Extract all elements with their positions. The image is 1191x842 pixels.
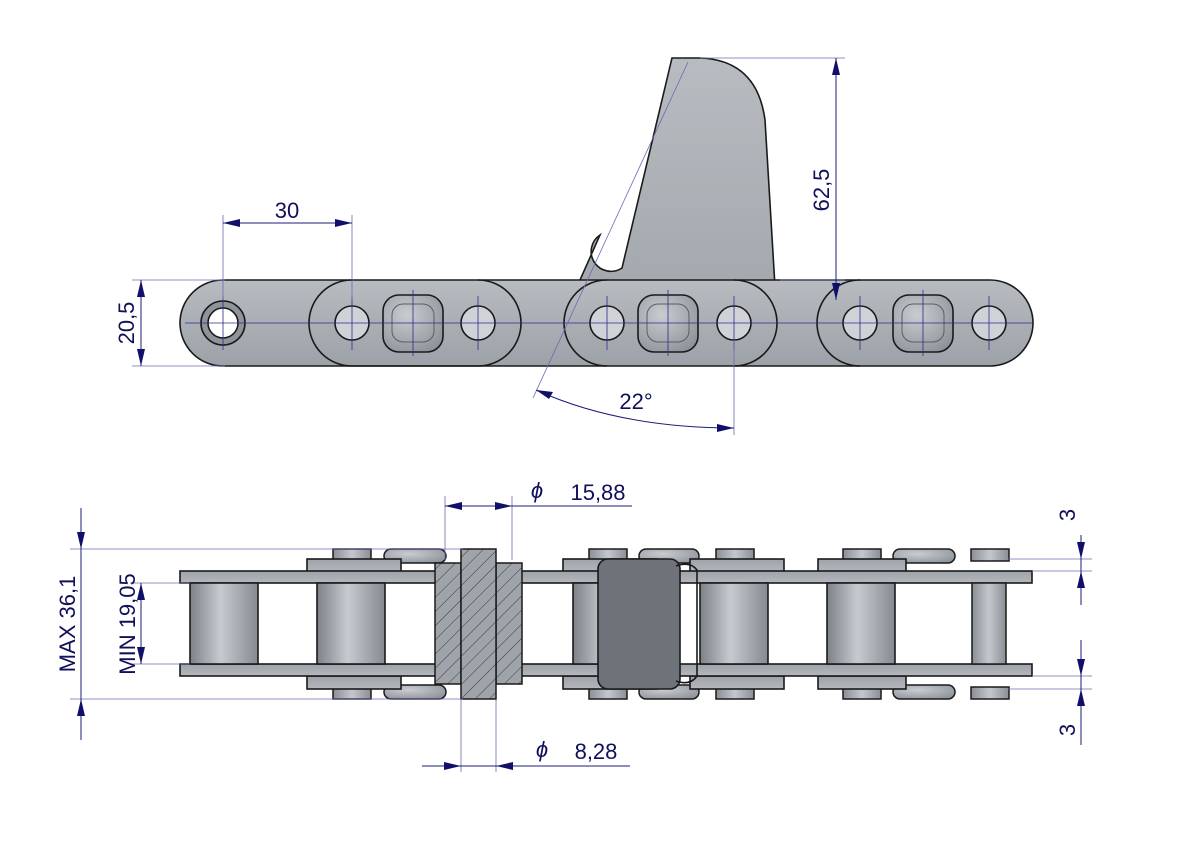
lug-block: [597, 558, 681, 690]
dim-height: 20,5: [114, 302, 139, 345]
dim-pin-dia: 8,28: [575, 739, 618, 764]
dim-top-offset: 3: [1055, 509, 1080, 521]
dim-angle: 22°: [619, 389, 652, 414]
diameter-symbol: ϕ: [531, 478, 543, 503]
pin-section-left: [434, 562, 462, 685]
top-view: 30 20,5 62,5 22°: [114, 57, 1034, 435]
roller: [826, 582, 896, 665]
dim-bottom-offset: 3: [1055, 724, 1080, 736]
outer-plate: [306, 558, 402, 573]
lug-bend: [675, 563, 698, 684]
side-view: MAX 36,1 MIN 19,05 ϕ 15,88 ϕ 8,28 3 3: [55, 478, 1092, 772]
dim-max-width: MAX 36,1: [55, 576, 80, 673]
roller: [699, 582, 769, 665]
dim-arc-angle: [535, 389, 735, 429]
roller: [189, 582, 259, 665]
diameter-symbol: ϕ: [536, 737, 548, 762]
roller: [316, 582, 386, 665]
pin-section-center: [460, 548, 497, 700]
dim-min-width: MIN 19,05: [115, 573, 140, 675]
end-pin: [971, 582, 1007, 665]
dim-pitch: 30: [275, 198, 299, 223]
dim-lug-height: 62,5: [809, 169, 834, 212]
pin-section-right: [495, 562, 523, 685]
dim-roller-dia: 15,88: [570, 480, 625, 505]
